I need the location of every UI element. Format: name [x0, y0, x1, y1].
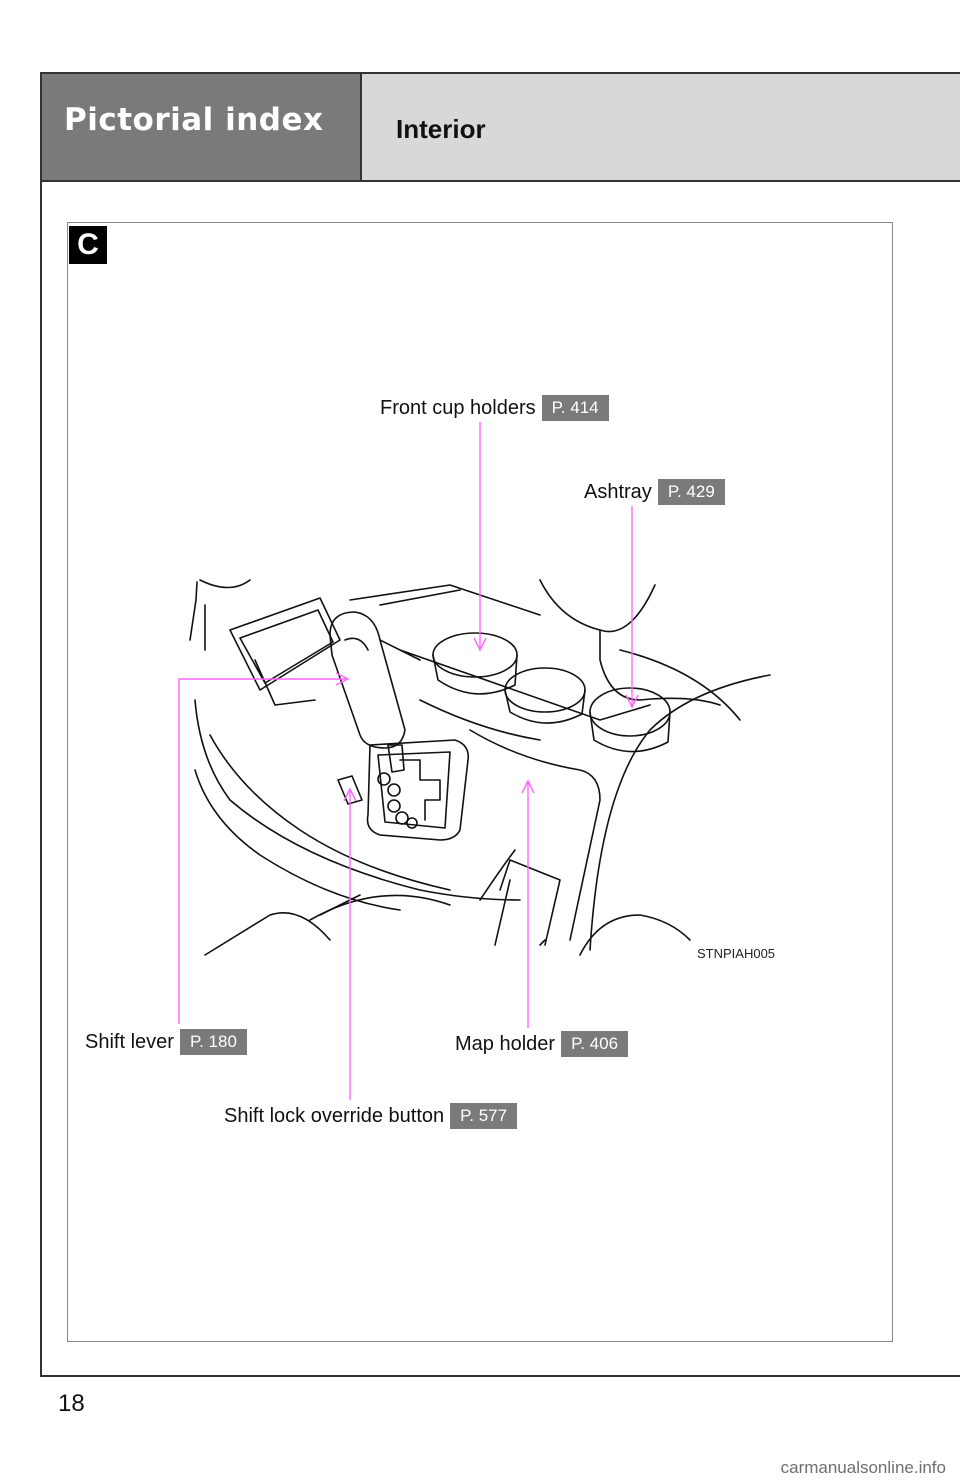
callout-shift-lever: Shift lever P. 180: [85, 1029, 247, 1055]
section-title: Pictorial index: [64, 102, 324, 138]
callout-map-holder: Map holder P. 406: [455, 1031, 629, 1057]
callout-label: Shift lever: [85, 1030, 174, 1053]
callout-shift-lock-override-button: Shift lock override button P. 577: [224, 1103, 518, 1129]
subsection-title: Interior: [396, 114, 486, 144]
callout-label: Front cup holders: [380, 396, 536, 419]
page-ref-link[interactable]: P. 414: [541, 395, 609, 421]
page-frame: [40, 72, 960, 1377]
watermark: carmanualsonline.info: [780, 1458, 946, 1477]
section-header: Pictorial index: [42, 74, 362, 181]
page-number: 18: [58, 1390, 85, 1417]
page-ref-link[interactable]: P. 577: [450, 1103, 518, 1129]
callout-label: Shift lock override button: [224, 1104, 445, 1127]
image-code: STNPIAH005: [697, 946, 776, 961]
page-ref-link[interactable]: P. 429: [657, 479, 725, 505]
callout-label: Map holder: [455, 1032, 556, 1055]
header-divider: [42, 180, 960, 182]
callout-ashtray: Ashtray P. 429: [584, 479, 725, 505]
page-ref-link[interactable]: P. 406: [561, 1031, 629, 1057]
subsection-header: Interior: [362, 74, 960, 181]
callout-front-cup-holders: Front cup holders P. 414: [380, 395, 609, 421]
illustration-panel: [67, 222, 893, 1342]
callout-label: Ashtray: [584, 480, 652, 503]
page-ref-link[interactable]: P. 180: [179, 1029, 247, 1055]
section-badge: C: [69, 226, 107, 264]
